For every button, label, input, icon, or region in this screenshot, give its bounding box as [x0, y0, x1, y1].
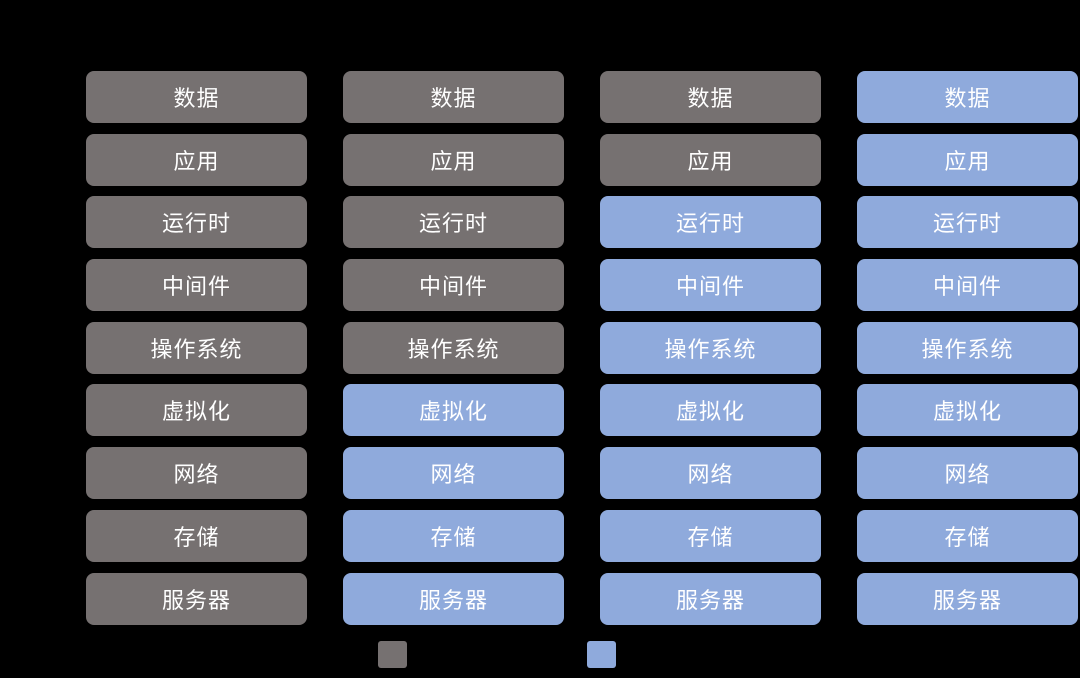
stack-cell: 数据 — [343, 71, 564, 123]
stack-cell: 中间件 — [86, 259, 307, 312]
stack-cell: 应用 — [343, 133, 564, 186]
stack-cell: 服务器 — [86, 572, 307, 625]
stack-cell: 网络 — [343, 447, 564, 500]
stack-cell: 运行时 — [343, 196, 564, 249]
stack-cell: 虚拟化 — [343, 384, 564, 437]
stack-cell: 运行时 — [600, 196, 821, 249]
stack-cell: 数据 — [600, 71, 821, 123]
stack-cell: 服务器 — [343, 572, 564, 625]
legend — [0, 641, 1080, 669]
stack-column-1: 数据 应用 运行时 中间件 操作系统 虚拟化 网络 存储 服务器 — [86, 71, 307, 625]
stack-cell: 运行时 — [86, 196, 307, 249]
stack-cell: 应用 — [600, 133, 821, 186]
stack-cell: 虚拟化 — [86, 384, 307, 437]
stack-cell: 存储 — [343, 509, 564, 562]
stack-cell: 服务器 — [600, 572, 821, 625]
stack-cell: 中间件 — [600, 259, 821, 312]
stack-cell: 操作系统 — [857, 321, 1078, 374]
legend-blue-swatch — [587, 641, 616, 668]
stack-cell: 存储 — [857, 509, 1078, 562]
stack-cell: 操作系统 — [600, 321, 821, 374]
stack-cell: 操作系统 — [86, 321, 307, 374]
legend-gray-swatch — [378, 641, 407, 668]
stack-cell: 数据 — [86, 71, 307, 123]
stack-cell: 运行时 — [857, 196, 1078, 249]
stack-column-2: 数据 应用 运行时 中间件 操作系统 虚拟化 网络 存储 服务器 — [343, 71, 564, 625]
stack-cell: 虚拟化 — [600, 384, 821, 437]
stack-cell: 应用 — [86, 133, 307, 186]
stack-cell: 网络 — [86, 447, 307, 500]
stack-cell: 操作系统 — [343, 321, 564, 374]
stack-cell: 网络 — [857, 447, 1078, 500]
stack-cell: 应用 — [857, 133, 1078, 186]
stack-cell: 虚拟化 — [857, 384, 1078, 437]
stack-columns: 数据 应用 运行时 中间件 操作系统 虚拟化 网络 存储 服务器 数据 应用 运… — [86, 71, 1078, 625]
stack-cell: 存储 — [600, 509, 821, 562]
stack-column-3: 数据 应用 运行时 中间件 操作系统 虚拟化 网络 存储 服务器 — [600, 71, 821, 625]
stack-cell: 数据 — [857, 71, 1078, 123]
stack-cell: 中间件 — [343, 259, 564, 312]
stack-cell: 服务器 — [857, 572, 1078, 625]
stack-cell: 网络 — [600, 447, 821, 500]
stack-cell: 中间件 — [857, 259, 1078, 312]
stack-column-4: 数据 应用 运行时 中间件 操作系统 虚拟化 网络 存储 服务器 — [857, 71, 1078, 625]
stack-cell: 存储 — [86, 509, 307, 562]
